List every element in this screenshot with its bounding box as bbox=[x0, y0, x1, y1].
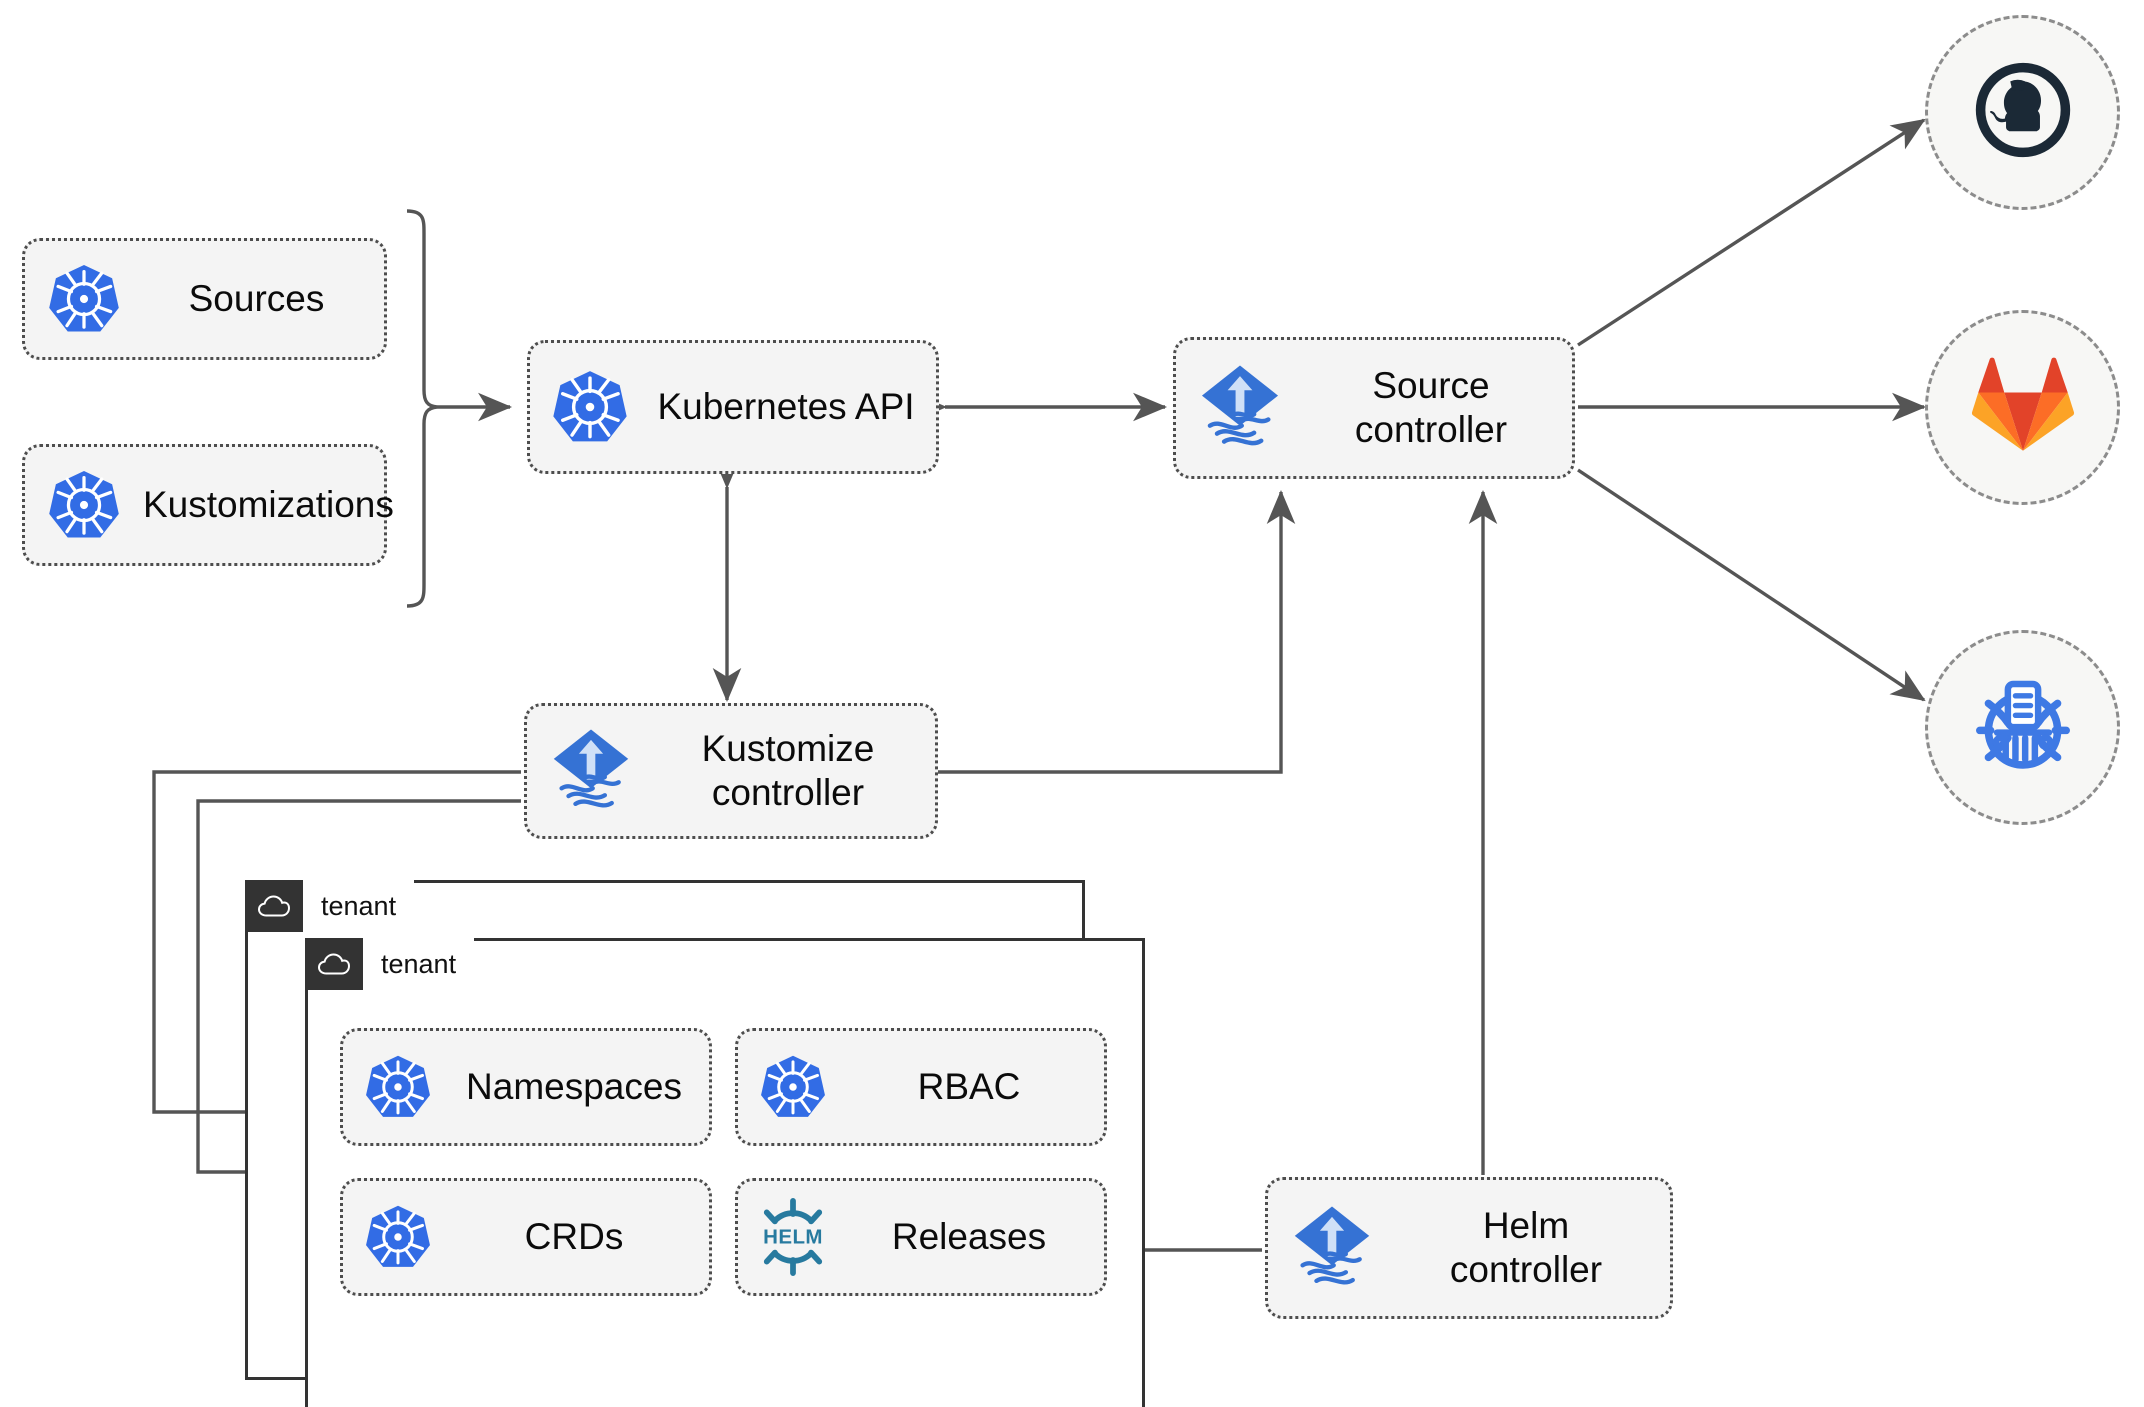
node-rbac[interactable]: RBAC bbox=[735, 1028, 1107, 1146]
node-helm-controller-label: Helm controller bbox=[1449, 1205, 1603, 1290]
node-source-controller[interactable]: Source controller bbox=[1173, 337, 1575, 479]
tenant-inner-header: tenant bbox=[305, 938, 475, 990]
node-kustomizations[interactable]: Kustomizations bbox=[22, 444, 394, 566]
helm-icon: HELM bbox=[738, 1196, 848, 1278]
node-crds[interactable]: CRDs bbox=[340, 1178, 712, 1296]
node-releases-label: Releases bbox=[891, 1216, 1047, 1258]
node-namespaces-label: Namespaces bbox=[466, 1066, 682, 1108]
edge-source-to-github bbox=[1577, 118, 1926, 347]
cloud-icon bbox=[305, 938, 363, 990]
helm-registry-icon bbox=[1969, 671, 2077, 784]
group-bracket bbox=[406, 209, 438, 608]
node-sources[interactable]: Sources bbox=[22, 238, 387, 360]
node-releases[interactable]: HELM Releases bbox=[735, 1178, 1107, 1296]
node-source-controller-label: Source controller bbox=[1354, 365, 1508, 450]
node-rbac-label: RBAC bbox=[917, 1066, 1021, 1108]
tenant-outer-header: tenant bbox=[245, 880, 415, 932]
node-crds-label: CRDs bbox=[524, 1216, 624, 1258]
kubernetes-icon bbox=[738, 1053, 848, 1121]
provider-github[interactable] bbox=[1925, 15, 2120, 210]
flux-icon bbox=[1268, 1203, 1396, 1293]
kubernetes-icon bbox=[343, 1053, 453, 1121]
provider-gitlab[interactable] bbox=[1925, 310, 2120, 505]
edge-source-to-registry bbox=[1577, 468, 1926, 702]
node-kustomizations-label: Kustomizations bbox=[143, 484, 394, 526]
cloud-icon bbox=[245, 880, 303, 932]
kubernetes-icon bbox=[530, 368, 650, 446]
provider-registry[interactable] bbox=[1925, 630, 2120, 825]
node-kustomize-controller-label: Kustomize controller bbox=[701, 728, 875, 813]
edge-kustomize-to-source bbox=[938, 489, 1296, 774]
svg-text:HELM: HELM bbox=[763, 1226, 823, 1249]
node-namespaces[interactable]: Namespaces bbox=[340, 1028, 712, 1146]
flux-icon bbox=[527, 726, 655, 816]
node-kubernetes-api-label: Kubernetes API bbox=[657, 386, 915, 428]
flux-icon bbox=[1176, 362, 1304, 454]
kubernetes-icon bbox=[25, 262, 143, 336]
kubernetes-icon bbox=[343, 1203, 453, 1271]
kubernetes-icon bbox=[25, 468, 143, 542]
tenant-inner-container: tenant bbox=[305, 938, 1145, 1407]
github-icon bbox=[1970, 57, 2076, 168]
node-sources-label: Sources bbox=[188, 278, 325, 320]
node-helm-controller[interactable]: Helm controller bbox=[1265, 1177, 1673, 1319]
node-kubernetes-api[interactable]: Kubernetes API bbox=[527, 340, 939, 474]
tenant-inner-label: tenant bbox=[363, 938, 475, 990]
node-kustomize-controller[interactable]: Kustomize controller bbox=[524, 703, 938, 839]
gitlab-icon bbox=[1971, 355, 2075, 460]
tenant-outer-label: tenant bbox=[303, 880, 415, 932]
